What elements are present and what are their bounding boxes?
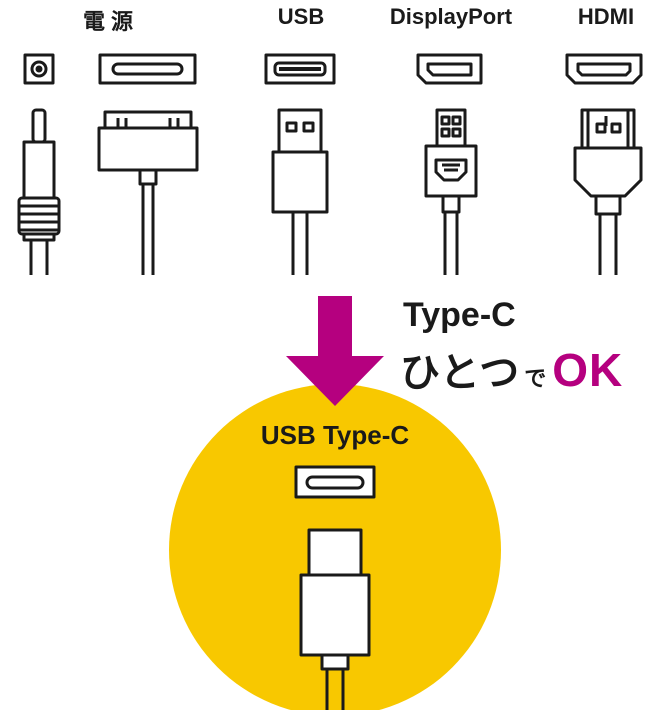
- one-text: ひとつ: [400, 351, 521, 395]
- usb-c-plug-icon: [299, 528, 371, 710]
- type-c-heading: Type-C: [403, 296, 516, 334]
- displayport-label: DisplayPort: [389, 4, 513, 29]
- usb-a-port-icon: [264, 53, 336, 85]
- ok-text: OK: [552, 344, 624, 396]
- hdmi-plug-icon: [573, 108, 643, 275]
- usb-c-port-icon: [294, 465, 376, 499]
- dock-connector-port-icon: [98, 53, 197, 85]
- power-label: 電 源: [82, 9, 134, 34]
- hdmi-port-icon: [565, 53, 643, 85]
- down-arrow-icon: [286, 296, 384, 406]
- usb-type-c-title: USB Type-C: [260, 420, 410, 450]
- hdmi-label: HDMI: [577, 4, 635, 29]
- displayport-plug-icon: [424, 108, 478, 275]
- dc-power-plug-icon: [17, 108, 61, 275]
- particle-text: で: [524, 366, 547, 391]
- dock-connector-plug-icon: [97, 110, 199, 275]
- usb-a-plug-icon: [271, 108, 329, 275]
- dc-power-jack-icon: [23, 53, 55, 85]
- displayport-port-icon: [416, 53, 483, 85]
- usb-label: USB: [277, 4, 325, 29]
